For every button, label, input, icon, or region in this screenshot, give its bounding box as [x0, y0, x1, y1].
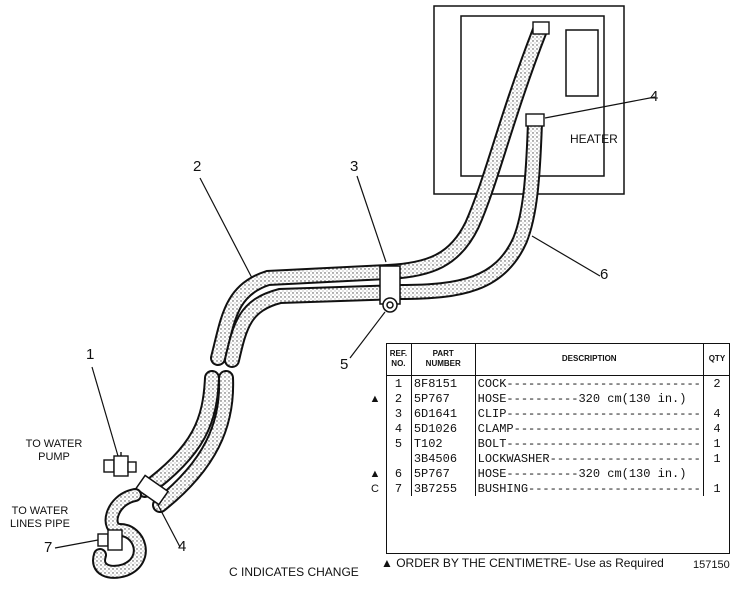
- ref-cell: 7: [386, 481, 412, 496]
- header-qty: QTY: [703, 343, 730, 376]
- part-number-cell: 3B7255: [411, 481, 476, 496]
- part-number-cell: 5D1026: [411, 421, 476, 436]
- ref-cell: 5: [386, 436, 412, 451]
- callout-2: 2: [193, 158, 202, 175]
- description-cell: HOSE----------320 cm(130 in.): [475, 466, 704, 481]
- ref-cell: 1: [386, 375, 412, 391]
- clip-3: [379, 265, 401, 313]
- part-number-cell: 5P767: [411, 391, 476, 406]
- callout-4-heater: 4: [650, 88, 659, 105]
- bushing-7: [97, 529, 123, 551]
- header-part-number: PART NUMBER: [411, 343, 476, 376]
- ref-cell: 6: [386, 466, 412, 481]
- row-mark: C: [371, 483, 379, 495]
- qty-cell: [703, 466, 730, 481]
- cock-1: [103, 452, 137, 477]
- part-number-cell: 8F8151: [411, 375, 476, 391]
- clip-lower: [134, 474, 170, 506]
- part-number-cell: 6D1641: [411, 406, 476, 421]
- description-cell: CLAMP--------------------------: [475, 421, 704, 436]
- lower-hoses: [137, 370, 235, 513]
- part-number-cell: T102: [411, 436, 476, 451]
- row-mark: ▲: [369, 468, 381, 480]
- header-ref-no: REF. NO.: [386, 343, 412, 376]
- description-cell: HOSE----------320 cm(130 in.): [475, 391, 704, 406]
- header-description: DESCRIPTION: [475, 343, 704, 376]
- callout-7: 7: [44, 539, 53, 556]
- row-mark: ▲: [369, 393, 381, 405]
- description-cell: BOLT---------------------------: [475, 436, 704, 451]
- qty-cell: 1: [713, 451, 721, 466]
- table-header-row: REF. NO. PART NUMBER DESCRIPTION QTY: [386, 343, 730, 376]
- hose-2: [210, 22, 548, 366]
- description-cell: COCK---------------------------: [475, 375, 704, 391]
- change-note: C INDICATES CHANGE: [229, 565, 359, 579]
- ref-cell: 4: [386, 421, 412, 436]
- ref-cell: 2: [386, 391, 412, 406]
- part-number-cell: 3B4506: [411, 451, 476, 466]
- to-water-pump-label: TO WATER PUMP: [25, 438, 83, 463]
- callout-3: 3: [350, 158, 359, 175]
- qty-cell: 2: [713, 376, 721, 391]
- callout-4-lower: 4: [178, 538, 187, 555]
- callout-5: 5: [340, 356, 349, 373]
- part-number-cell: 5P767: [411, 466, 476, 481]
- qty-cell: [703, 391, 730, 406]
- leader-lines: [54, 96, 656, 549]
- hose-6: [224, 114, 543, 368]
- qty-cell: 4: [713, 406, 721, 421]
- heater-fittings: [525, 21, 550, 127]
- qty-cell: 1: [713, 481, 721, 496]
- description-cell: LOCKWASHER---------------------: [475, 451, 704, 466]
- description-cell: CLIP---------------------------: [475, 406, 704, 421]
- qty-cell: 1: [713, 436, 721, 451]
- qty-cell: 4: [713, 421, 721, 436]
- ref-cell: [386, 451, 412, 466]
- callout-6: 6: [600, 266, 609, 283]
- to-water-lines-pipe-label: TO WATER LINES PIPE: [10, 505, 70, 530]
- callout-1: 1: [86, 346, 95, 363]
- ref-cell: 3: [386, 406, 412, 421]
- loop-hose: [92, 488, 147, 579]
- heater-label: HEATER: [570, 132, 618, 146]
- description-cell: BUSHING------------------------: [475, 481, 704, 496]
- order-note: ▲ ORDER BY THE CENTIMETRE- Use as Requir…: [381, 556, 664, 570]
- drawing-number: 157150: [693, 559, 730, 571]
